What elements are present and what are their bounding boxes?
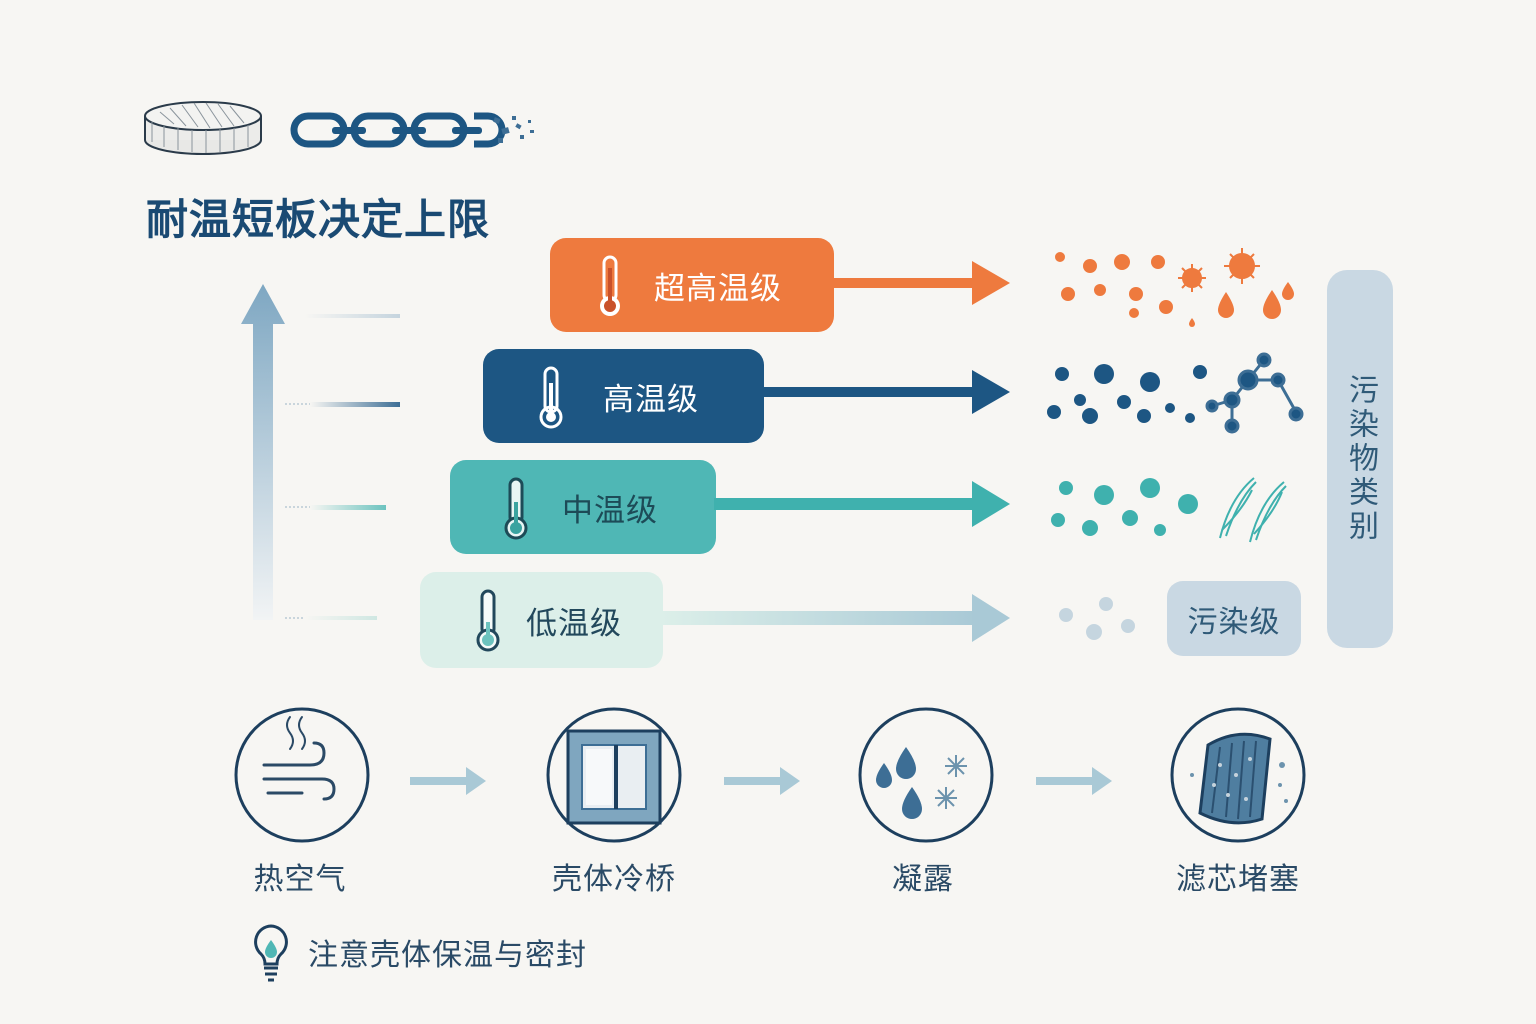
page-title: 耐温短板决定上限: [146, 195, 491, 244]
level-arrows: [662, 261, 1010, 642]
condensation-icon: [876, 747, 967, 819]
lightbulb-icon: [254, 924, 288, 982]
temperature-axis: [241, 284, 400, 620]
level-ultra-high: 超高温级: [550, 238, 834, 332]
arrow-mid: [714, 481, 1010, 527]
level-label: 超高温级: [654, 270, 782, 307]
droplet-icon: [1189, 282, 1294, 327]
level-mid: 中温级: [450, 460, 716, 554]
virus-icon: [1178, 248, 1260, 292]
arrow-high: [762, 370, 1010, 414]
level-label: 低温级: [526, 605, 622, 642]
pollution-level-badge: 污染级: [1167, 581, 1301, 656]
cold-bridge-icon: [566, 729, 662, 825]
low-particles: [1059, 597, 1135, 640]
flow-arrows: [410, 767, 1112, 795]
pollutant-particles: [1047, 248, 1304, 640]
arrow-ultra: [832, 261, 1010, 305]
step-label-clogged-filter: 滤芯堵塞: [1176, 862, 1300, 897]
pollutant-category-label: 污染物类别: [1343, 374, 1378, 544]
filter-disc-icon: [144, 101, 262, 155]
process-flow: [234, 707, 1306, 843]
tip-text: 注意壳体保温与密封: [308, 938, 587, 973]
thermometer-icon: [539, 366, 563, 429]
level-low: 低温级: [420, 572, 663, 668]
molecule-icon: [1205, 352, 1304, 434]
thermometer-icon: [504, 477, 528, 540]
level-label: 高温级: [603, 381, 699, 418]
mid-particles: [1051, 478, 1198, 536]
thermometer-icon: [476, 589, 500, 652]
fiber-icon: [1219, 477, 1287, 543]
pollutant-category-bar: 污染物类别: [1327, 270, 1393, 648]
arrow-low: [662, 594, 1010, 642]
step-label-cold-bridge: 壳体冷桥: [552, 862, 676, 897]
ultra-particles: [1055, 252, 1173, 318]
high-particles: [1047, 364, 1207, 424]
step-label-hot-air: 热空气: [253, 862, 347, 897]
clogged-filter-icon: [1190, 732, 1288, 825]
hot-air-icon: [262, 716, 336, 801]
level-label: 中温级: [562, 492, 658, 529]
step-label-condensation: 凝露: [892, 862, 954, 897]
broken-chain-icon: [290, 112, 534, 148]
thermometer-icon: [600, 255, 620, 316]
level-high: 高温级: [483, 349, 764, 443]
